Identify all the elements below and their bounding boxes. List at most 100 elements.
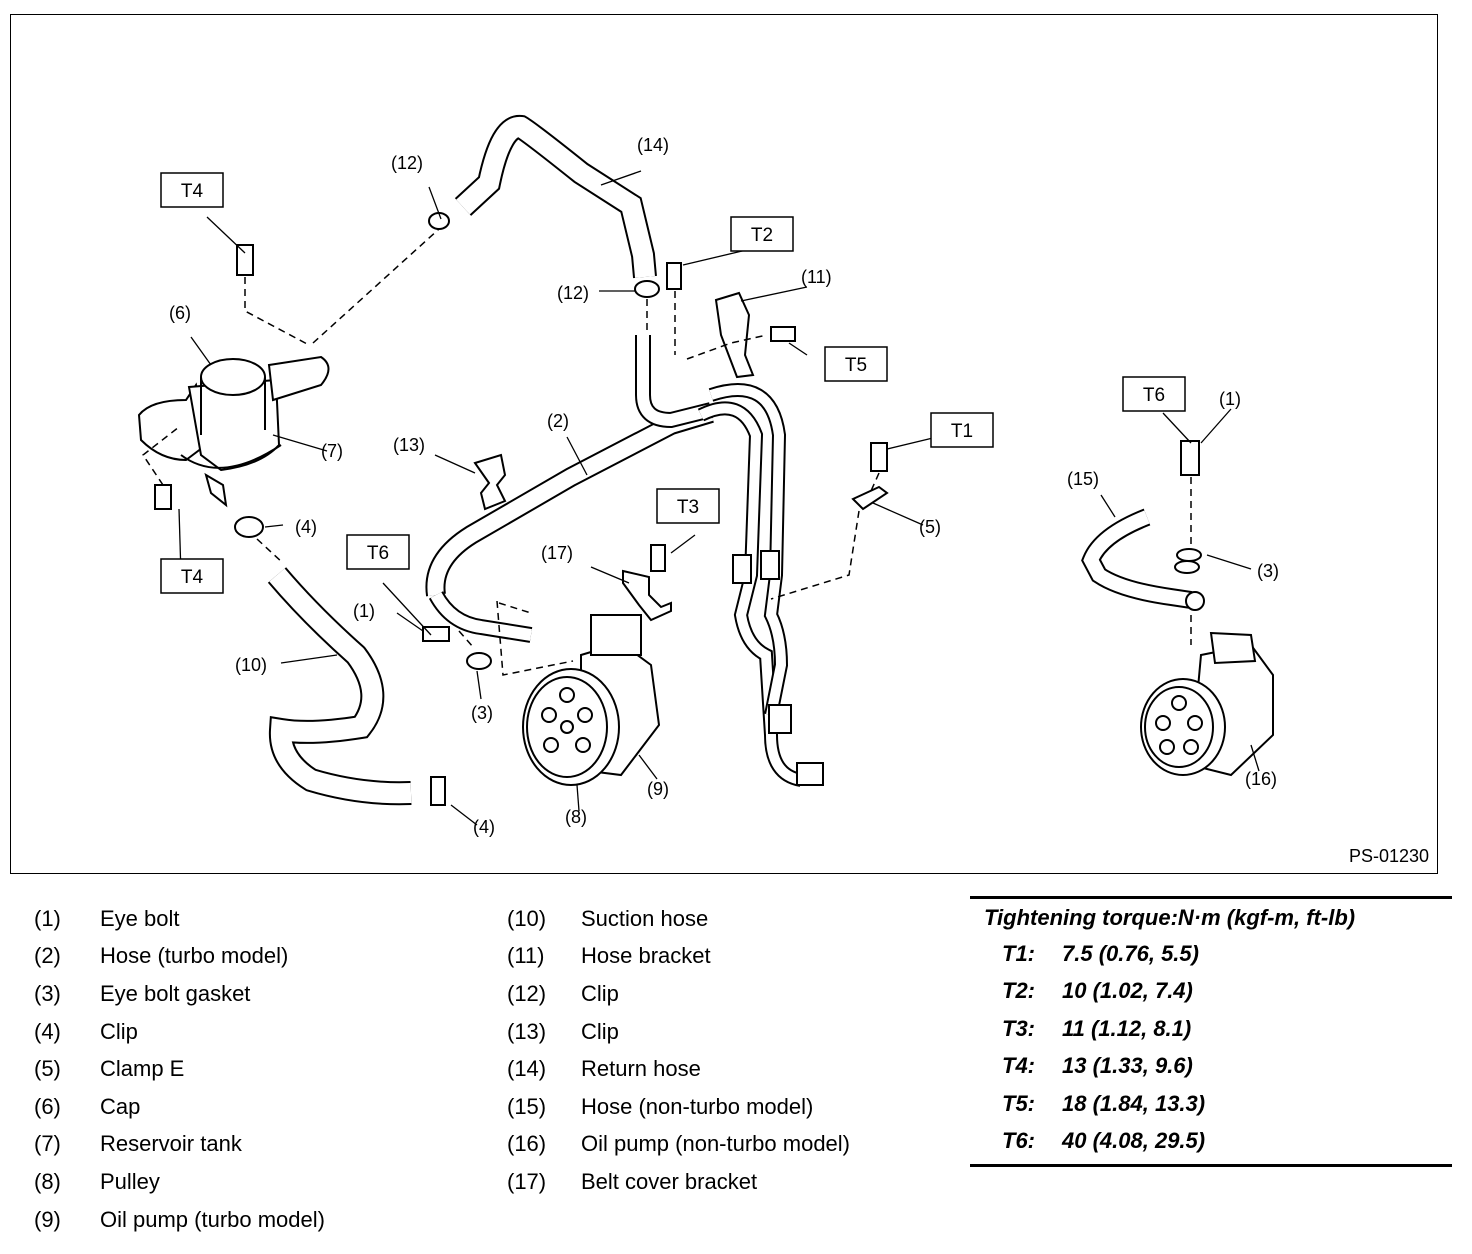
torque-value: 40 (4.08, 29.5) bbox=[1062, 1128, 1206, 1154]
torque-box-t6-left: T6 bbox=[367, 543, 389, 564]
callout-4-top: (4) bbox=[295, 517, 317, 537]
callout-2: (2) bbox=[547, 411, 569, 431]
callout-11: (11) bbox=[801, 267, 832, 287]
legend-item: (9) Oil pump (turbo model) bbox=[34, 1201, 325, 1239]
legend-number: (17) bbox=[507, 1168, 547, 1194]
legend-number: (15) bbox=[507, 1093, 547, 1119]
legend-number: (8) bbox=[34, 1168, 61, 1194]
bolt-t6-right bbox=[1180, 440, 1200, 476]
legend-label: Oil pump (non-turbo model) bbox=[581, 1131, 851, 1157]
callout-1-right: (1) bbox=[1219, 389, 1241, 409]
legend-number: (5) bbox=[34, 1056, 61, 1082]
torque-key: T3: bbox=[1002, 1015, 1035, 1041]
torque-value: 13 (1.33, 9.6) bbox=[1062, 1053, 1193, 1079]
legend-number: (4) bbox=[34, 1018, 61, 1044]
torque-key: T6: bbox=[1002, 1128, 1035, 1154]
figure-code: PS-01230 bbox=[1348, 846, 1429, 866]
legend-item: (5)Clamp E bbox=[34, 1050, 325, 1088]
legend-item: (13)Clip bbox=[507, 1013, 850, 1051]
legend-label: Hose bracket bbox=[581, 943, 711, 969]
legend-label: Hose (non-turbo model) bbox=[581, 1093, 814, 1119]
legend-item: (8) Pulley bbox=[34, 1163, 325, 1201]
torque-value: 18 (1.84, 13.3) bbox=[1062, 1090, 1206, 1116]
torque-row: T6: 40 (4.08, 29.5) bbox=[970, 1123, 1452, 1161]
callout-17: (17) bbox=[541, 543, 573, 563]
callout-16: (16) bbox=[1245, 769, 1277, 789]
legend-item: (6)Cap bbox=[34, 1088, 325, 1126]
bolt-t3 bbox=[650, 544, 666, 572]
exploded-diagram: T4 T4 T2 T5 T1 T3 T6 T6 (12) (14) (11) (… bbox=[10, 14, 1438, 874]
legend-number: (14) bbox=[507, 1056, 547, 1082]
torque-box-t2: T2 bbox=[751, 225, 773, 246]
callout-15: (15) bbox=[1067, 469, 1099, 489]
legend-label: Eye bolt bbox=[100, 905, 180, 931]
callout-5: (5) bbox=[919, 517, 941, 537]
torque-value: 10 (1.02, 7.4) bbox=[1062, 978, 1193, 1004]
callout-14: (14) bbox=[637, 135, 669, 155]
bolt-t4-top bbox=[236, 244, 254, 276]
legend-number: (9) bbox=[34, 1206, 61, 1232]
bolt-t4-bottom bbox=[154, 484, 172, 510]
torque-row: T2: 10 (1.02, 7.4) bbox=[970, 973, 1452, 1011]
torque-row: T3: 11 (1.12, 8.1) bbox=[970, 1010, 1452, 1048]
oil-pump-turbo bbox=[522, 614, 661, 786]
legend-item: (17) Belt cover bracket bbox=[507, 1163, 850, 1201]
legend-number: (1) bbox=[34, 905, 61, 931]
legend-number: (6) bbox=[34, 1093, 61, 1119]
torque-key: T5: bbox=[1002, 1090, 1035, 1116]
legend-item: (3)Eye bolt gasket bbox=[34, 975, 325, 1013]
torque-value: 11 (1.12, 8.1) bbox=[1062, 1015, 1192, 1041]
bolt-t2 bbox=[666, 262, 682, 290]
torque-value: 7.5 (0.76, 5.5) bbox=[1062, 940, 1199, 966]
bolt-t1 bbox=[870, 442, 888, 472]
callout-10: (10) bbox=[235, 655, 267, 675]
callout-6: (6) bbox=[169, 303, 191, 323]
legend-label: Return hose bbox=[581, 1056, 701, 1082]
callout-3-right: (3) bbox=[1257, 561, 1279, 581]
oil-pump-non-turbo bbox=[1140, 631, 1274, 777]
legend-label: Suction hose bbox=[581, 905, 709, 931]
legend-number: (7) bbox=[34, 1131, 61, 1157]
reservoir-tank bbox=[137, 355, 330, 508]
legend-item: (15) Hose (non-turbo model) bbox=[507, 1088, 850, 1126]
callout-12-mid: (12) bbox=[557, 283, 589, 303]
legend-item: (12) Clip bbox=[507, 975, 850, 1013]
torque-row: T4:13 (1.33, 9.6) bbox=[970, 1048, 1452, 1086]
legend-number: (3) bbox=[34, 980, 61, 1006]
legend-item: (2)Hose (turbo model) bbox=[34, 938, 325, 976]
callout-3-left: (3) bbox=[471, 703, 493, 723]
legend-number: (12) bbox=[507, 980, 547, 1006]
legend-label: Clip bbox=[100, 1018, 138, 1044]
legend-label: Oil pump (turbo model) bbox=[100, 1206, 325, 1232]
torque-key: T2: bbox=[1002, 978, 1035, 1004]
legend-label: Pulley bbox=[100, 1168, 160, 1194]
legend-item: (10)Suction hose bbox=[507, 900, 850, 938]
legend-label: Reservoir tank bbox=[100, 1131, 242, 1157]
legend-item: (1) Eye bolt bbox=[34, 900, 325, 938]
callout-8: (8) bbox=[565, 807, 587, 827]
torque-box-t5: T5 bbox=[845, 355, 867, 376]
callout-4-bottom: (4) bbox=[473, 817, 495, 837]
legend-item: (16) Oil pump (non-turbo model) bbox=[507, 1126, 850, 1164]
callout-13: (13) bbox=[393, 435, 425, 455]
legend-item: (4) Clip bbox=[34, 1013, 325, 1051]
callout-9: (9) bbox=[647, 779, 669, 799]
diagram-drawing: T4 T4 T2 T5 T1 T3 T6 T6 (12) (14) (11) (… bbox=[137, 115, 1279, 837]
callout-1-left: (1) bbox=[353, 601, 375, 621]
bolt-t5 bbox=[770, 326, 796, 342]
legend-item: (14) Return hose bbox=[507, 1050, 850, 1088]
parts-legend-left: (1) Eye bolt (2)Hose (turbo model)(3)Eye b… bbox=[34, 900, 325, 1238]
legend-label: Belt cover bracket bbox=[581, 1168, 758, 1194]
legend-number: (16) bbox=[507, 1131, 547, 1157]
legend-number: (2) bbox=[34, 943, 61, 969]
legend-label: Clip bbox=[581, 1018, 619, 1044]
legend-item: (7) Reservoir tank bbox=[34, 1126, 325, 1164]
torque-box-t1: T1 bbox=[951, 421, 973, 442]
torque-table-title: Tightening torque:N·m (kgf-m, ft-lb) bbox=[984, 905, 1356, 930]
legend-label: Clip bbox=[581, 980, 619, 1006]
legend-item: (11)Hose bracket bbox=[507, 938, 850, 976]
torque-box-t6-right: T6 bbox=[1143, 385, 1165, 406]
torque-row: T5: 18 (1.84, 13.3) bbox=[970, 1085, 1452, 1123]
torque-box-t4-bottom: T4 bbox=[181, 567, 204, 588]
torque-row: T1:7.5 (0.76, 5.5) bbox=[970, 935, 1452, 973]
